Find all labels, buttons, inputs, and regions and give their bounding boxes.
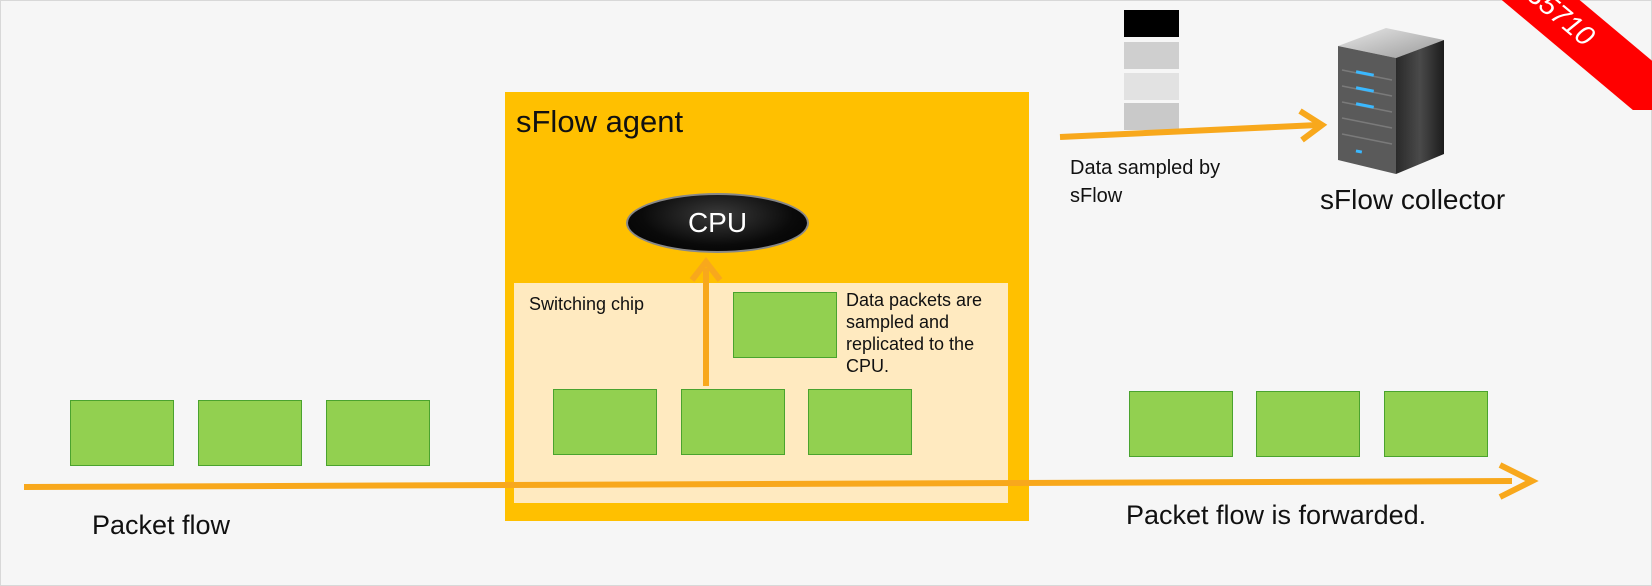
switching-chip-label: Switching chip: [529, 294, 645, 314]
sflow-collector-label: sFlow collector: [1320, 184, 1506, 215]
corner-ribbon-band: 35710: [1479, 0, 1652, 110]
corner-ribbon: 35710: [1450, 0, 1652, 110]
sflow-agent-label: sFlow agent: [516, 104, 684, 139]
chip-packet-2: [681, 389, 785, 455]
cpu-label: CPU: [687, 207, 748, 238]
forwarded-packet-1: [1129, 391, 1233, 457]
sampled-packet: [733, 292, 837, 358]
packet-flow-arrow-line: [23, 478, 1513, 490]
chip-packet-1: [553, 389, 657, 455]
forwarded-packet-3: [1384, 391, 1488, 457]
packet-forwarded-label: Packet flow is forwarded.: [1126, 500, 1427, 530]
sample-stack-cell: [1124, 42, 1179, 69]
forwarded-packet-2: [1256, 391, 1360, 457]
packet-flow-arrow-head: [1498, 462, 1539, 500]
collector-arrow-head: [1298, 108, 1328, 143]
sample-stack-cell: [1124, 73, 1179, 100]
packet-flow-label: Packet flow: [92, 510, 231, 540]
collector-arrow-line: [1059, 122, 1319, 140]
incoming-packet-1: [70, 400, 174, 466]
chip-packet-3: [808, 389, 912, 455]
incoming-packet-2: [198, 400, 302, 466]
data-sampled-label: Data sampled by sFlow: [1070, 157, 1221, 207]
server-icon: [1338, 28, 1444, 174]
incoming-packet-3: [326, 400, 430, 466]
sample-stack-cell: [1124, 10, 1179, 37]
sample-note: Data packets are sampled and replicated …: [846, 290, 983, 376]
cpu-ellipse: CPU: [626, 193, 809, 253]
corner-ribbon-text: 35710: [1521, 0, 1601, 53]
sample-arrow-head: [689, 257, 723, 282]
sample-stack-cell: [1124, 103, 1179, 130]
